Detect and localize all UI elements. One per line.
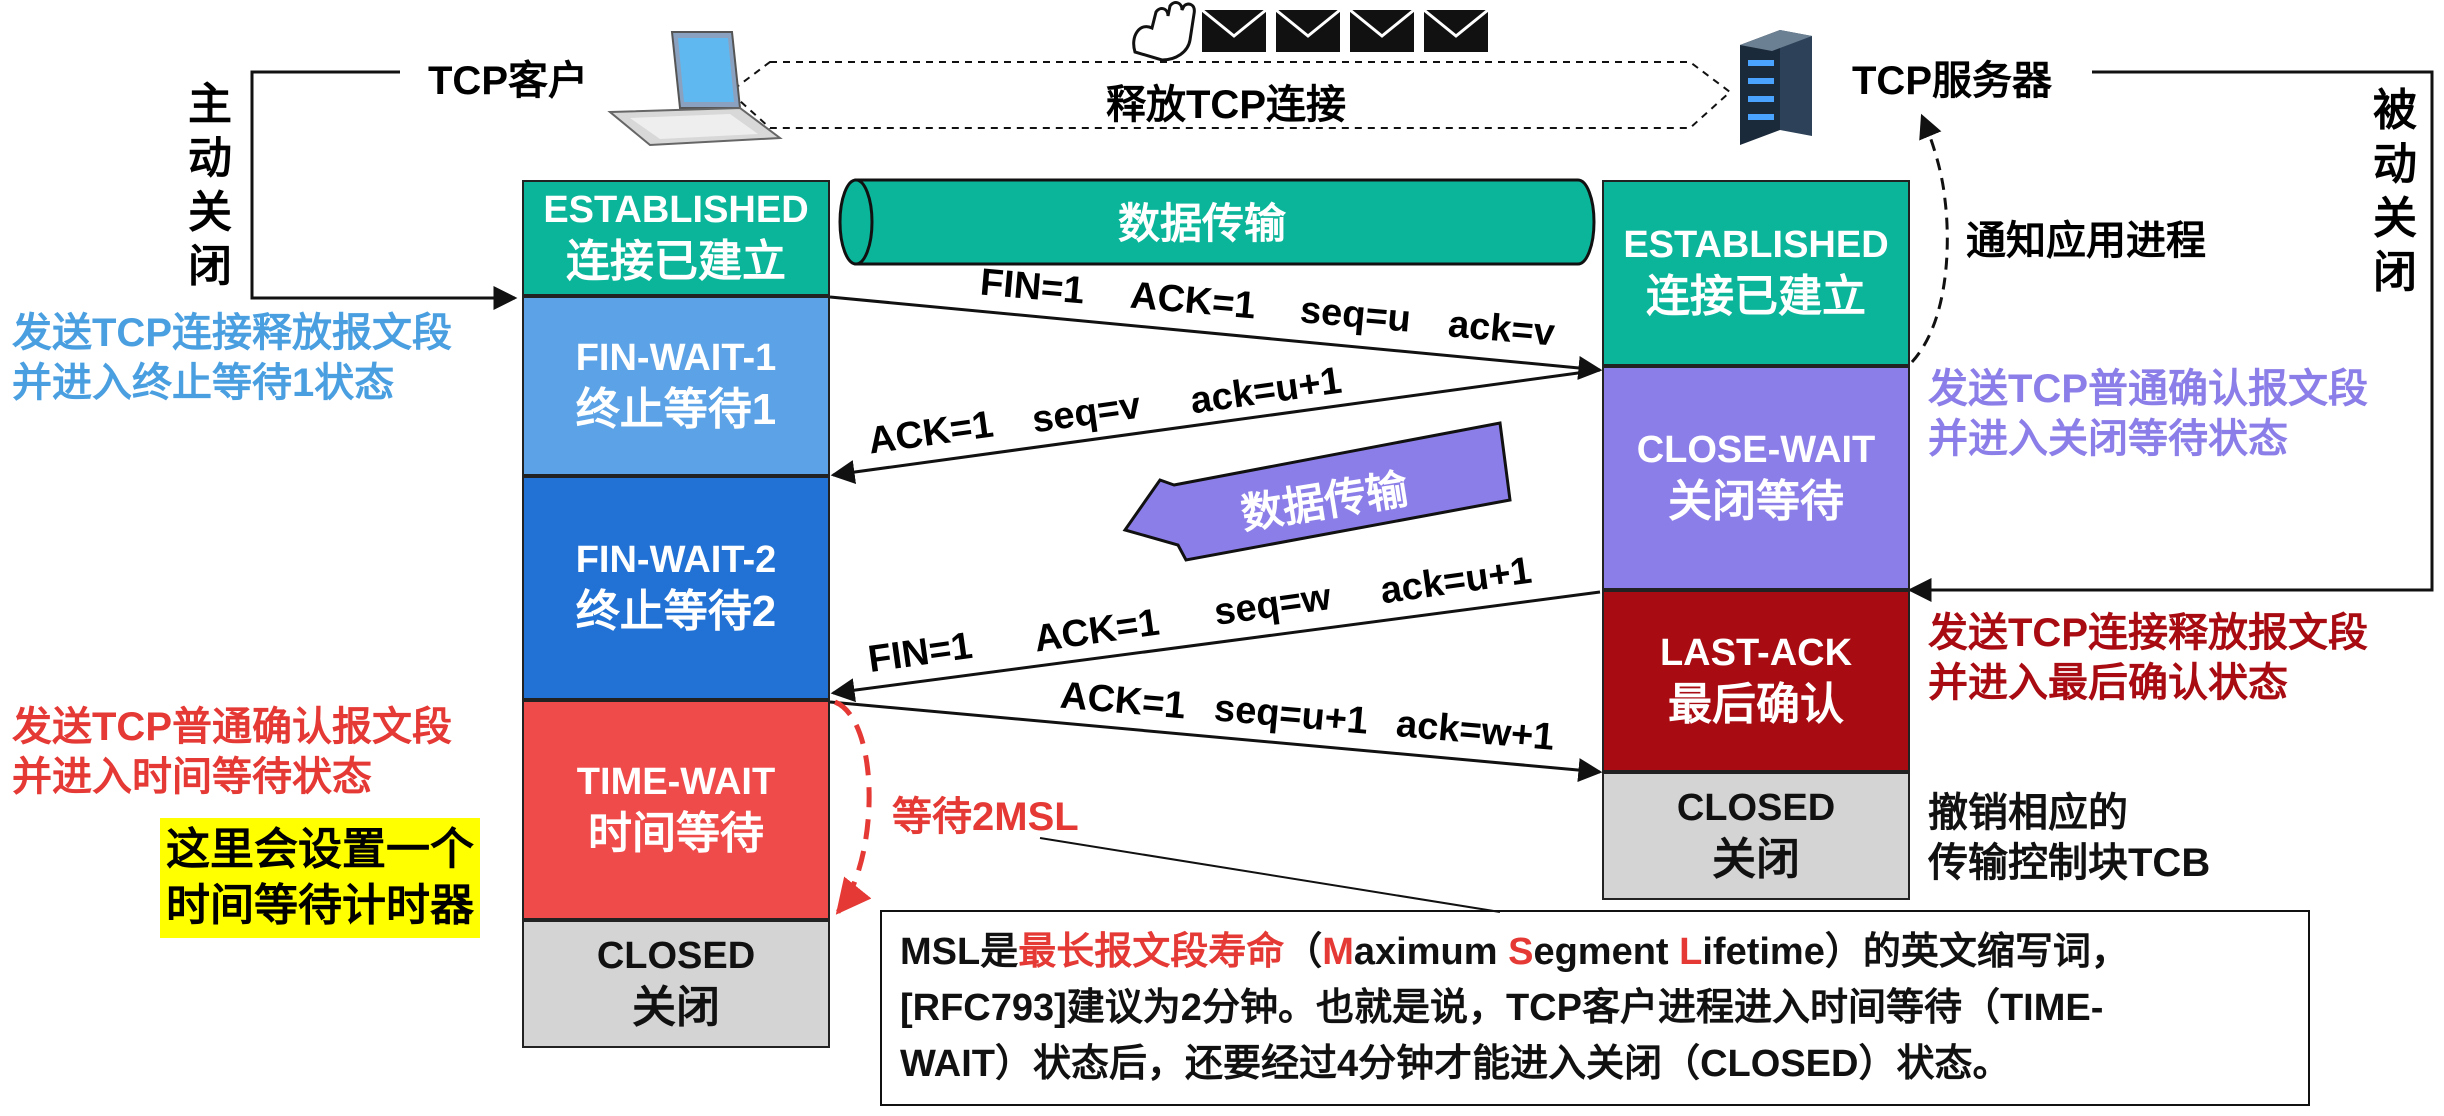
server-icon <box>1740 30 1812 145</box>
annotation-client-ack: 发送TCP普通确认报文段 并进入时间等待状态 <box>12 705 452 799</box>
annotation-server-close: 撤销相应的 传输控制块TCB <box>1928 791 2211 885</box>
msl-note-line-1: MSL是最长报文段寿命（Maximum Segment Lifetime）的英文… <box>900 931 2129 973</box>
data-transfer-arrow <box>1122 421 1512 562</box>
notify-app-curve <box>1910 113 1949 364</box>
msg-line-ack1 <box>830 368 1601 484</box>
annotation-timer-note: 这里会设置一个 时间等待计时器 <box>160 818 480 938</box>
client-state-established: ESTABLISHED 连接已建立 <box>522 180 830 296</box>
active-close-label: 主动关闭 <box>188 80 232 291</box>
client-state-closed: CLOSED 关闭 <box>522 920 830 1048</box>
data-transfer-pipe <box>838 178 1596 266</box>
msl-pointer <box>1039 837 1501 913</box>
server-state-last-ack: LAST-ACK 最后确认 <box>1602 590 1910 772</box>
server-label: TCP服务器 <box>1852 59 2052 103</box>
annotation-client-fin: 发送TCP连接释放报文段 并进入终止等待1状态 <box>12 311 452 405</box>
client-label: TCP客户 <box>428 59 588 103</box>
msl-note-box: MSL是最长报文段寿命（Maximum Segment Lifetime）的英文… <box>880 910 2310 1106</box>
annotation-server-ack: 发送TCP普通确认报文段 并进入关闭等待状态 <box>1928 367 2368 461</box>
client-state-fin-wait-2: FIN-WAIT-2 终止等待2 <box>522 476 830 700</box>
msg-line-fin1 <box>829 295 1603 380</box>
msg-line-fin2 <box>830 590 1601 703</box>
client-state-fin-wait-1: FIN-WAIT-1 终止等待1 <box>522 296 830 476</box>
annotation-wait-2msl: 等待2MSL <box>892 795 1079 839</box>
laptop-icon <box>607 31 783 147</box>
msl-note-line-2: [RFC793]建议为2分钟。也就是说，TCP客户进程进入时间等待（TIME- <box>900 987 2104 1029</box>
envelope-icons <box>1201 8 1489 52</box>
server-state-established: ESTABLISHED 连接已建立 <box>1602 180 1910 366</box>
annotation-server-fin: 发送TCP连接释放报文段 并进入最后确认状态 <box>1928 611 2368 705</box>
notify-app-label: 通知应用进程 <box>1966 219 2206 263</box>
msg-line-ack2 <box>829 700 1603 782</box>
passive-close-label: 被动关闭 <box>2373 86 2417 297</box>
msl-note-line-3: WAIT）状态后，还要经过4分钟才能进入关闭（CLOSED）状态。 <box>900 1043 2011 1085</box>
server-state-closed: CLOSED 关闭 <box>1602 772 1910 900</box>
client-active-close-line <box>250 70 518 310</box>
msg-fin1-fin: FIN=1 <box>978 261 1087 313</box>
server-state-close-wait: CLOSE-WAIT 关闭等待 <box>1602 366 1910 590</box>
server-passive-close-line <box>1907 70 2434 602</box>
hand-icon <box>1132 1 1196 62</box>
release-label: 释放TCP连接 <box>1106 83 1346 127</box>
data-transfer-label-1: 数据传输 <box>1118 200 1287 247</box>
client-state-time-wait: TIME-WAIT 时间等待 <box>522 700 830 920</box>
wait-2msl-curve <box>833 699 872 915</box>
msg-fin1-acknum: ack=v <box>1446 303 1557 355</box>
